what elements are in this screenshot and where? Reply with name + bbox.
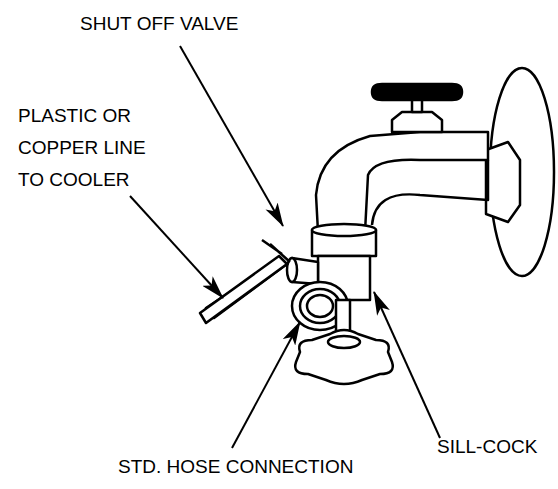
leader-line — [232, 322, 300, 448]
spout-body — [316, 132, 488, 232]
callout-label: SHUT OFF VALVE — [80, 12, 310, 36]
callout-label: STD. HOSE CONNECTION — [118, 455, 418, 479]
leader-line — [130, 196, 223, 298]
leader-line — [374, 292, 440, 438]
callout-label: PLASTIC OR COPPER LINE TO COOLER — [18, 100, 168, 196]
bonnet — [392, 112, 442, 132]
callout-label: SILL-COCK — [437, 435, 555, 459]
leader-line — [180, 46, 283, 226]
t-handle — [372, 84, 462, 100]
wall-nut — [486, 142, 520, 222]
star-knob — [295, 330, 393, 384]
